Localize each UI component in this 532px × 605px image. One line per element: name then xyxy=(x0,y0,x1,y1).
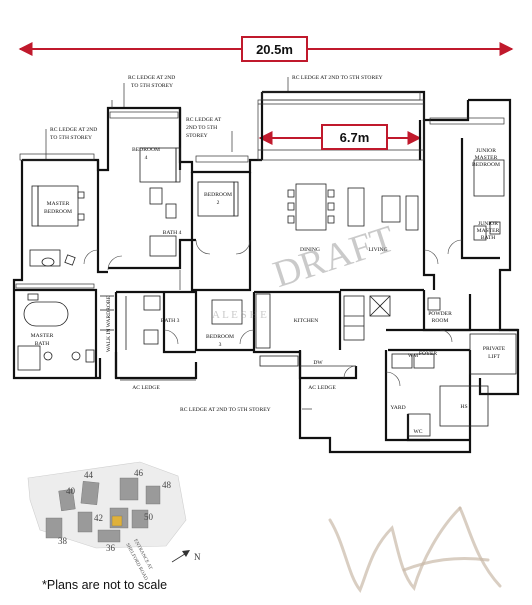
furniture xyxy=(17,147,517,437)
draft-watermark: DRAFT A L E S H E xyxy=(212,218,400,321)
master-bedroom-label-2: BEDROOM xyxy=(44,209,72,215)
north-label: N xyxy=(194,552,201,562)
block-44: 44 xyxy=(84,470,94,480)
overall-width-dimension: 20.5m xyxy=(241,36,308,62)
bedroom2-label-2: 2 xyxy=(217,200,220,206)
bedroom4-label: BEDROOM xyxy=(132,147,160,153)
master-bath-label-2: BATH xyxy=(35,341,50,347)
junior-master-bath-label-2: MASTER xyxy=(477,228,500,234)
ac-ledge-left-label: AC LEDGE xyxy=(132,385,160,391)
ledge-left-label: RC LEDGE AT 2ND xyxy=(50,127,97,133)
bath3-label: BATH 3 xyxy=(161,318,180,324)
master-bath-label: MASTER xyxy=(31,333,54,339)
living-width-dimension: 6.7m xyxy=(321,124,388,150)
site-plan: 44 46 48 40 42 50 38 36 ENTRANCE AT SHEL… xyxy=(27,461,201,582)
developer-logo xyxy=(328,506,502,593)
bath4-label: BATH 4 xyxy=(163,230,182,236)
ledge-mid-label-3: STOREY xyxy=(186,133,208,139)
bedroom3-label-2: 3 xyxy=(219,342,222,348)
master-bedroom-label: MASTER xyxy=(47,201,70,207)
ledge-callouts: RC LEDGE AT 2ND TO 5TH STOREY RC LEDGE A… xyxy=(45,75,383,413)
block-38: 38 xyxy=(58,536,68,546)
walls xyxy=(12,90,520,454)
junior-master-bedroom-label: JUNIOR xyxy=(476,148,496,154)
bedroom4-bed xyxy=(139,147,177,183)
bedroom2-bed xyxy=(197,181,235,217)
bedroom3-bed xyxy=(211,299,243,325)
hs-label: HS xyxy=(460,404,467,410)
block-46: 46 xyxy=(134,468,144,478)
block-40: 40 xyxy=(66,486,76,496)
junior-master-bath-label: JUNIOR xyxy=(478,221,498,227)
bedroom2-label: BEDROOM xyxy=(204,192,232,198)
powder-room-label-2: ROOM xyxy=(432,318,449,324)
block-50: 50 xyxy=(144,512,154,522)
yard-label: YARD xyxy=(390,405,405,411)
powder-room-label: POWDER xyxy=(428,311,452,317)
junior-master-bed xyxy=(473,159,505,197)
ledge-bottom-label: RC LEDGE AT 2ND TO 5TH STOREY xyxy=(180,407,271,413)
junior-master-bath-label-3: BATH xyxy=(481,235,496,241)
junior-master-bedroom-label-3: BEDROOM xyxy=(472,162,500,168)
draft-watermark-text: DRAFT xyxy=(268,218,399,296)
walk-in-wardrobe-label: WALK IN WARDROBE xyxy=(106,295,112,352)
living-sofa xyxy=(347,187,365,227)
ledge-top-center-label: RC LEDGE AT 2ND xyxy=(128,75,175,81)
block-48: 48 xyxy=(162,480,172,490)
kitchen-label: KITCHEN xyxy=(294,318,319,324)
ac-ledge-right-label: AC LEDGE xyxy=(308,385,336,391)
junior-master-bedroom-label-2: MASTER xyxy=(475,155,498,161)
door-swings xyxy=(83,239,463,387)
ledge-top-right-label: RC LEDGE AT 2ND TO 5TH STOREY xyxy=(292,75,383,81)
interior-lines xyxy=(15,91,505,381)
block-42: 42 xyxy=(94,513,103,523)
bedroom4-label-2: 4 xyxy=(145,155,148,161)
watermark-subtext: A L E S H E xyxy=(212,309,267,321)
ledge-top-center-label-2: TO 5TH STOREY xyxy=(131,83,173,89)
ledge-left-label-2: TO 5TH STOREY xyxy=(50,135,92,141)
dw-label: DW xyxy=(313,360,323,366)
plan-footnote: *Plans are not to scale xyxy=(42,578,168,592)
private-lift-label-2: LIFT xyxy=(488,354,500,360)
ledge-mid-label: RC LEDGE AT xyxy=(186,117,222,123)
living-label: LIVING xyxy=(368,247,387,253)
dining-table xyxy=(295,183,327,231)
bedroom3-label: BEDROOM xyxy=(206,334,234,340)
dining-label: DINING xyxy=(300,247,320,253)
foyer-label: FOYER xyxy=(419,351,438,357)
room-labels: MASTER BEDROOM MASTER BATH WALK IN WARDR… xyxy=(31,147,506,435)
block-36: 36 xyxy=(106,543,116,553)
private-lift-label: PRIVATE xyxy=(483,346,506,352)
wm-label: WM xyxy=(408,353,418,359)
wc-label: WC xyxy=(413,429,422,435)
master-bathtub xyxy=(23,301,69,327)
household-shelter xyxy=(439,385,489,427)
private-lift-shaft xyxy=(469,333,517,375)
ledge-mid-label-2: 2ND TO 5TH xyxy=(186,125,217,131)
north-arrow: N xyxy=(171,550,201,563)
